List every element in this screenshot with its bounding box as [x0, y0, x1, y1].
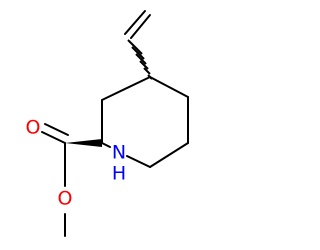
- bond-c3-c4: [149, 76, 189, 98]
- bond-vinyl-1: [130, 14, 151, 39]
- atom-n: N: [112, 142, 126, 164]
- bond-c6-n: [126, 155, 151, 168]
- bond-carbonyl-1: [41, 131, 66, 144]
- atom-nh-h: H: [112, 163, 126, 185]
- molecule-structure: N H O O: [26, 10, 189, 237]
- solid-wedge-bond: [65, 139, 102, 147]
- hashed-wedge-bond: [127, 39, 153, 80]
- bond-vinyl-2: [124, 10, 146, 35]
- bond-carbonyl-2: [44, 123, 69, 136]
- bond-c5-c6: [149, 142, 189, 168]
- bond-n-c2: [101, 142, 111, 148]
- atom-ester-o: O: [58, 188, 73, 210]
- structure-diagram: N H O O: [26, 10, 189, 237]
- atom-labels: N H O O: [26, 117, 127, 210]
- atom-carbonyl-o: O: [26, 117, 41, 139]
- bond-c3b-c3: [101, 76, 151, 101]
- bonds: [41, 10, 189, 237]
